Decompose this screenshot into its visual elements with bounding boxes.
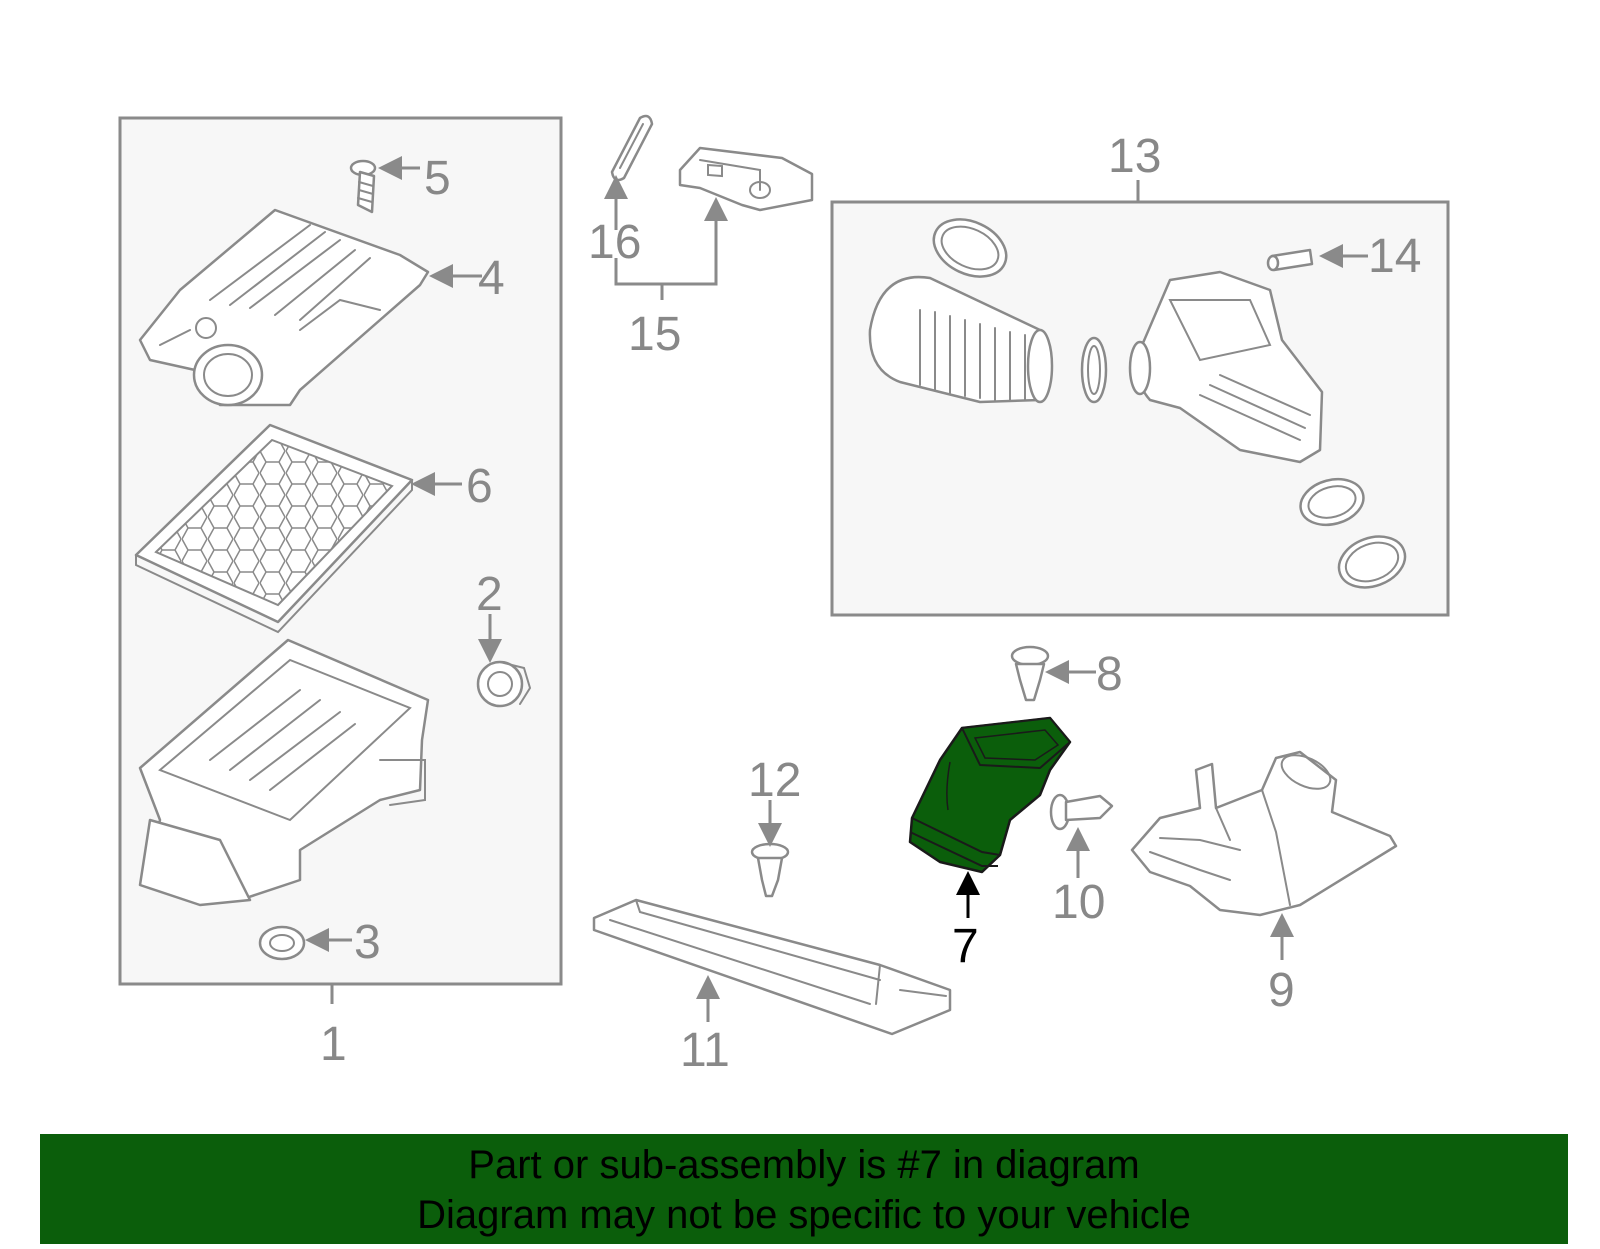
banner-line-2: Diagram may not be specific to your vehi… [417, 1193, 1191, 1237]
callout-16: 16 [588, 216, 641, 269]
callout-1: 1 [320, 1018, 347, 1071]
callout-10: 10 [1052, 876, 1105, 929]
part-8-push-pin [1010, 645, 1050, 702]
callout-12: 12 [748, 754, 801, 807]
callout-14: 14 [1368, 230, 1421, 283]
part-10-push-pin [1049, 793, 1114, 831]
part-16-seal [610, 114, 654, 182]
callout-5: 5 [424, 152, 451, 205]
callout-6: 6 [466, 460, 493, 513]
callout-13: 13 [1108, 130, 1161, 183]
assembly-13-box [830, 200, 1450, 617]
callout-2: 2 [476, 568, 503, 621]
info-banner: Part or sub-assembly is #7 in diagram Di… [40, 1134, 1568, 1244]
part-2-grommet [476, 660, 532, 708]
part-3-grommet [258, 925, 306, 961]
part-5-screw [349, 159, 377, 214]
callout-4: 4 [478, 252, 505, 305]
part-15-mass-air-flow-sensor [678, 146, 814, 212]
part-4-air-cleaner-cover [138, 208, 430, 407]
part-12-push-pin [750, 842, 790, 898]
part-7-air-intake-duct-highlighted [908, 716, 1072, 874]
banner-line-1: Part or sub-assembly is #7 in diagram [468, 1143, 1140, 1187]
callout-8: 8 [1096, 648, 1123, 701]
part-1-lower-housing [138, 638, 430, 907]
callout-3: 3 [354, 916, 381, 969]
callout-7-highlighted: 7 [952, 920, 979, 973]
callout-15: 15 [628, 308, 681, 361]
part-11-deflector [592, 898, 952, 1036]
part-9-inlet-duct [1130, 750, 1398, 917]
part-14-pin [1266, 248, 1314, 272]
callout-11: 11 [680, 1024, 730, 1077]
callout-9: 9 [1268, 964, 1295, 1017]
part-13-outlet-duct [868, 218, 1407, 589]
